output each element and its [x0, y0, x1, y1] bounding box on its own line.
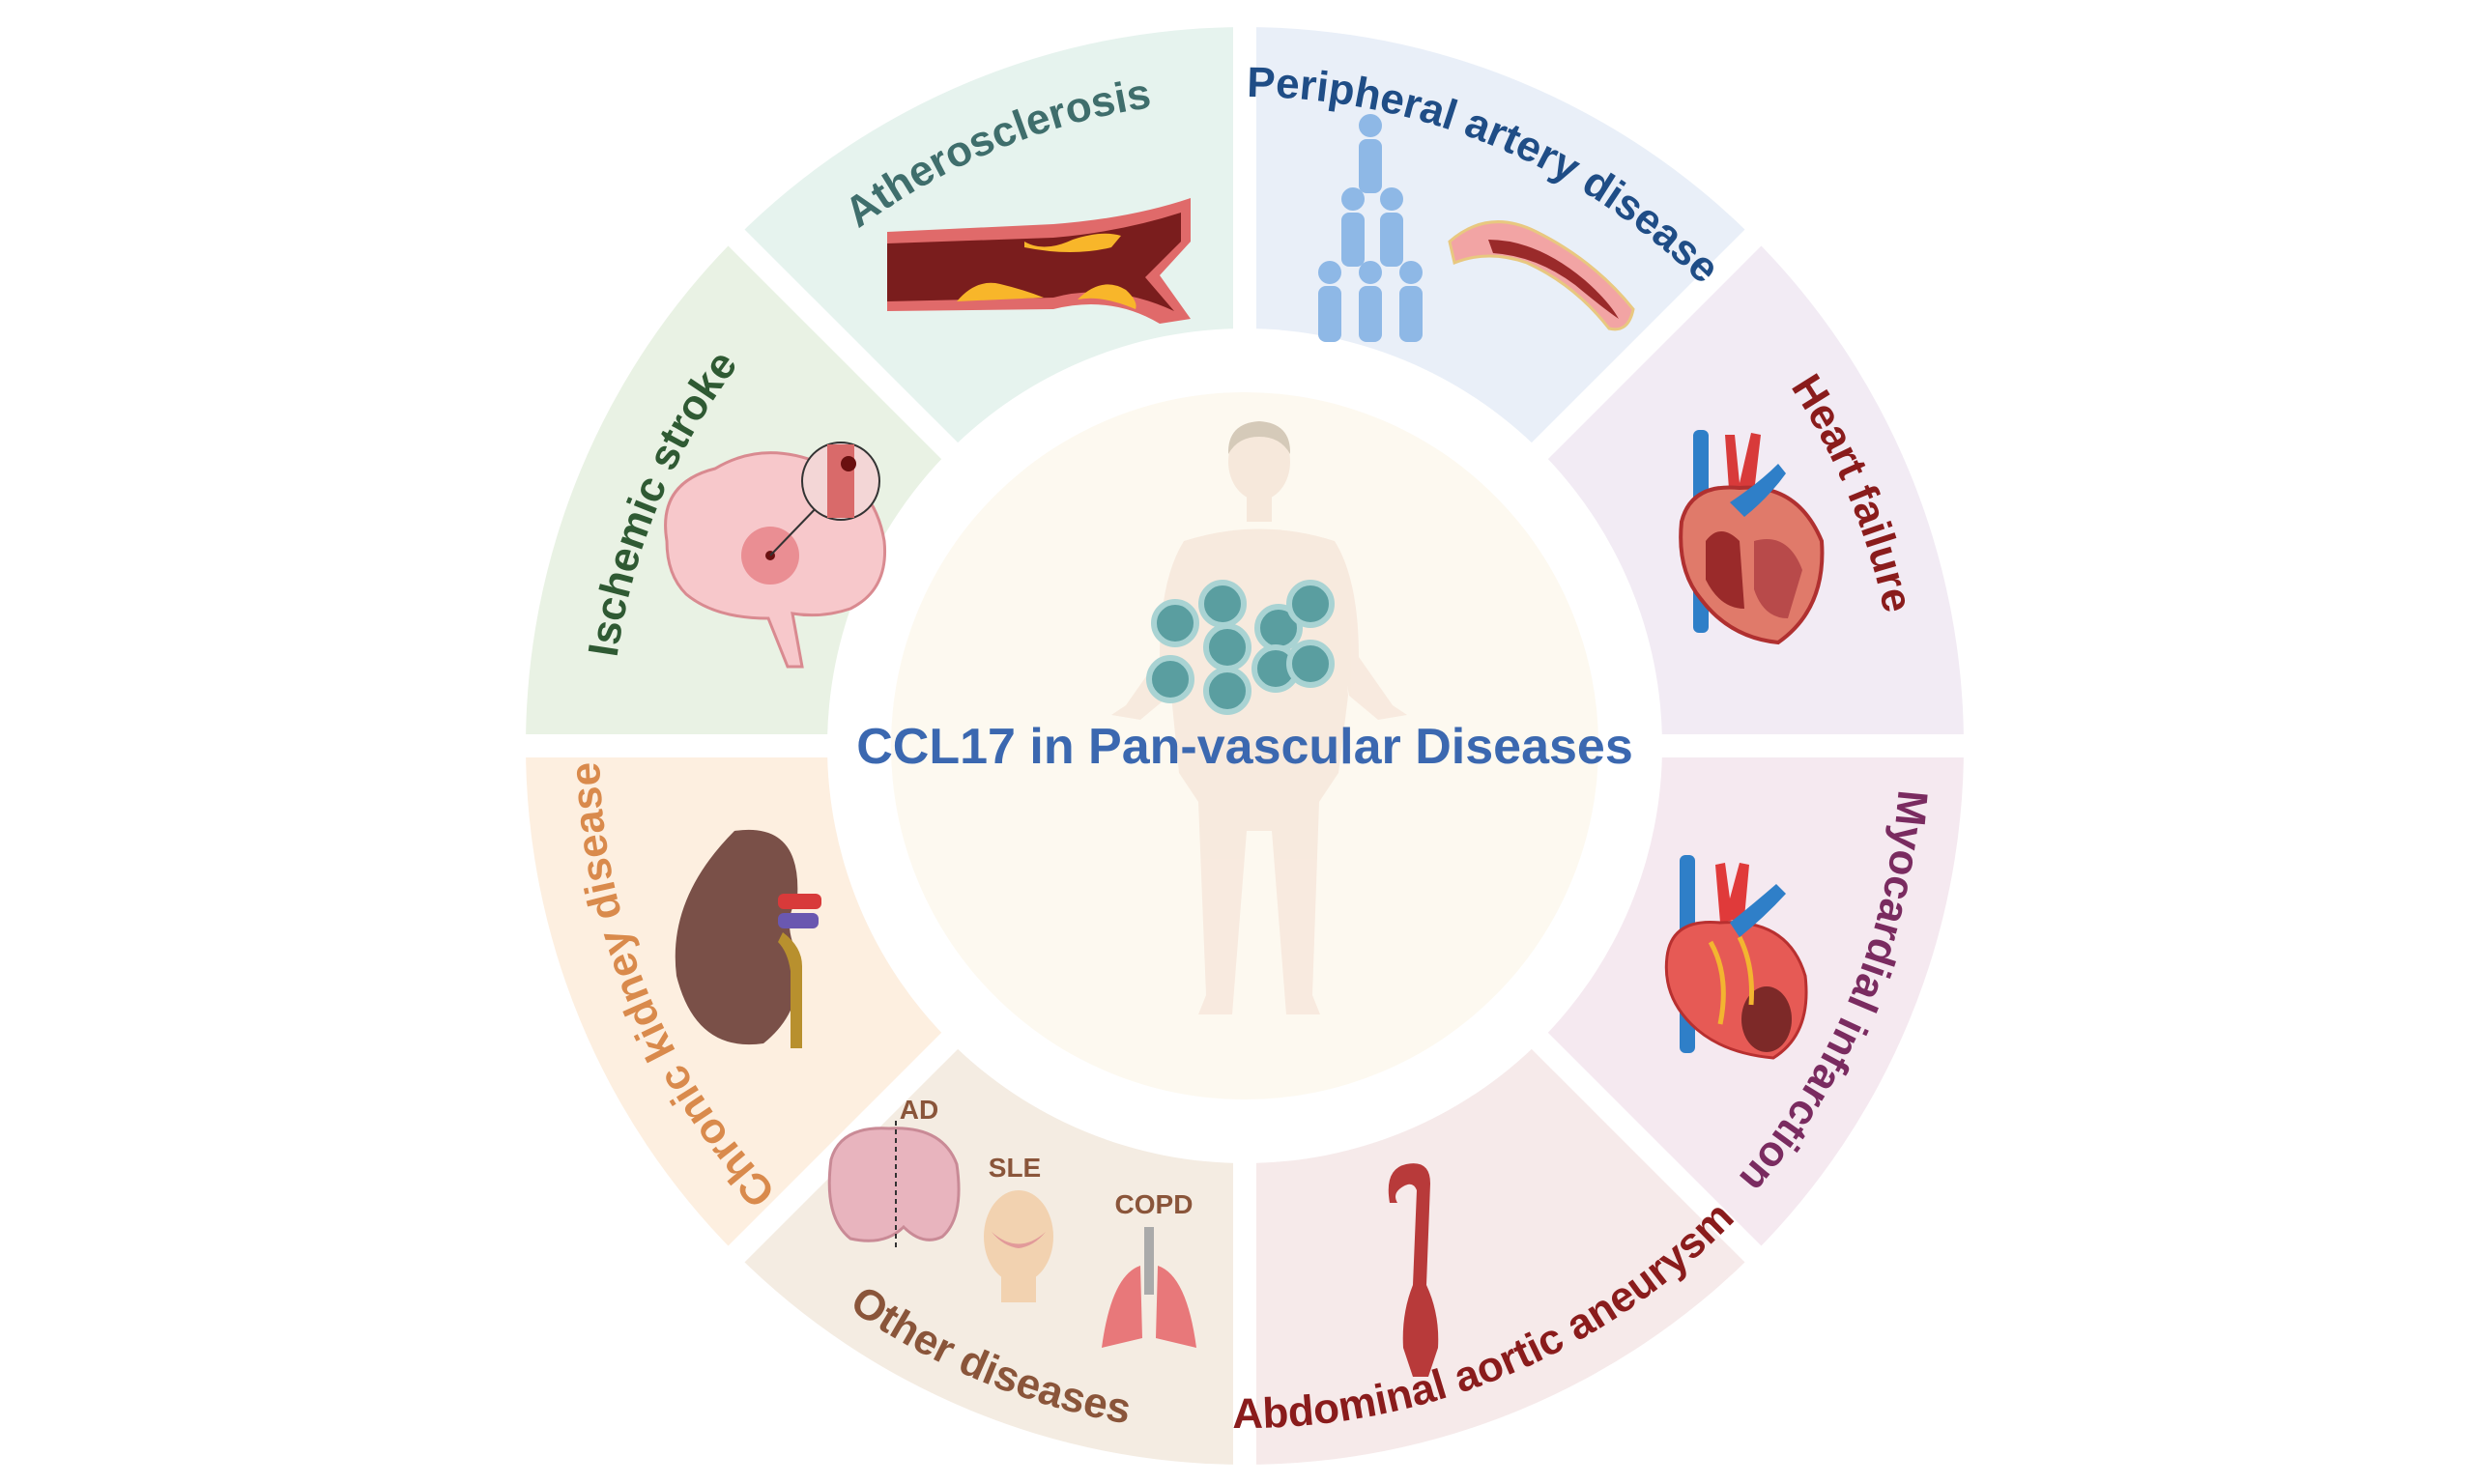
alzheimers-brain-icon	[827, 1121, 961, 1251]
cell-icon	[1203, 667, 1251, 715]
cell-icon	[1203, 623, 1251, 671]
cell-icon	[1151, 599, 1199, 647]
lupus-face-icon	[984, 1190, 1053, 1302]
myocardial-infarction-heart-icon	[1664, 855, 1808, 1060]
lungs-icon	[1102, 1227, 1196, 1348]
copd-label: COPD	[1115, 1189, 1194, 1219]
ad-label: AD	[900, 1095, 938, 1125]
heart-cross-section-icon	[1679, 430, 1825, 645]
kidney-icon	[675, 829, 821, 1048]
sle-label: SLE	[989, 1153, 1041, 1183]
aortic-aneurysm-icon	[1388, 1163, 1439, 1377]
cell-icon	[1146, 655, 1194, 703]
brain-stroke-icon	[664, 442, 887, 669]
cell-icon	[1198, 580, 1247, 628]
cell-icon	[1286, 640, 1335, 688]
ccl17-cells	[1146, 580, 1335, 715]
diagram-title: CCL17 in Pan-vascular Diseases	[856, 719, 1633, 775]
cell-icon	[1286, 580, 1335, 628]
blood-vessel-icon	[1448, 220, 1635, 331]
atherosclerotic-artery-icon	[887, 198, 1191, 324]
elderly-population-icon	[1318, 114, 1423, 342]
